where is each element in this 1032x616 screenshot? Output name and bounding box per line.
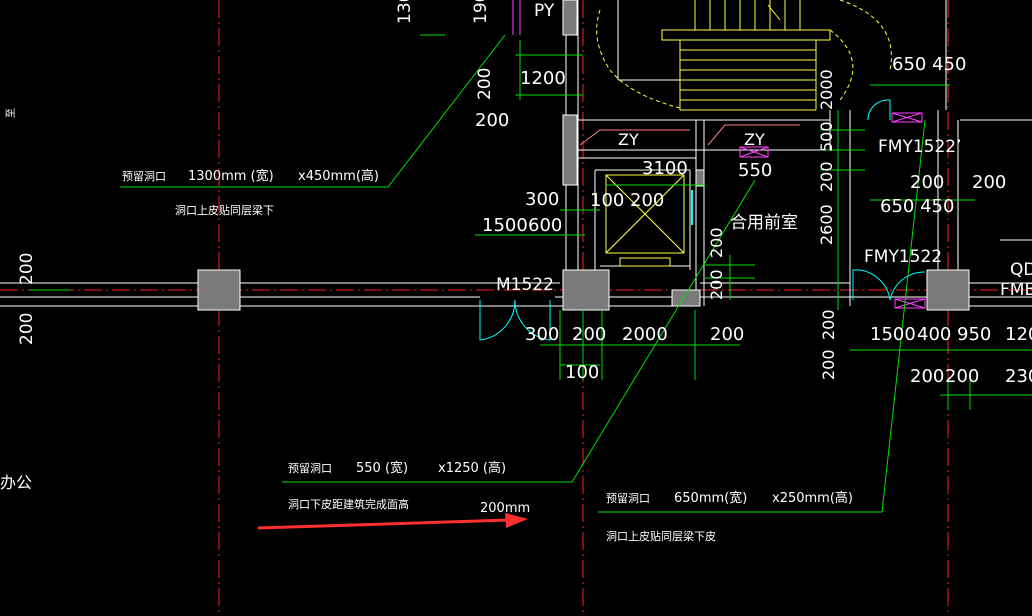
wall-lines bbox=[0, 0, 1032, 307]
label-fmb: FMB bbox=[1000, 280, 1032, 300]
dim-200-v-right: 200 bbox=[817, 161, 836, 192]
right-dim-1500: 1500 bbox=[870, 324, 916, 345]
elevator-shaft bbox=[605, 174, 685, 267]
column bbox=[197, 269, 241, 311]
column bbox=[695, 169, 705, 187]
right-dim-200-b: 200 bbox=[945, 366, 979, 387]
annotation-3-note: 洞口上皮贴同层梁下皮 bbox=[606, 529, 716, 543]
annotation-1-title: 预留洞口 bbox=[122, 170, 166, 183]
annotation-2-note-value: 200mm bbox=[480, 501, 530, 516]
door-label-fmy-bottom: FMY1522 bbox=[864, 247, 942, 267]
dim-200-right-a: 200 bbox=[910, 172, 944, 193]
right-dim-230: 230 bbox=[1005, 366, 1032, 387]
dim-2600-v: 2600 bbox=[817, 204, 836, 245]
column bbox=[562, 0, 578, 36]
texts: 1300 1900 PY 1200 200 200 至 预留洞口 1300mm … bbox=[0, 0, 1032, 543]
annotation-3-title: 预留洞口 bbox=[606, 492, 650, 505]
dim-1500: 1500 bbox=[482, 215, 528, 236]
dim-200-core: 200 bbox=[630, 190, 664, 211]
dim-500-v: 500 bbox=[817, 121, 836, 152]
dim-200-right-b: 200 bbox=[972, 172, 1006, 193]
columns bbox=[197, 0, 970, 311]
column bbox=[562, 114, 578, 186]
column bbox=[562, 269, 610, 311]
dim-550: 550 bbox=[738, 160, 772, 181]
label-qd: QD bbox=[1010, 260, 1032, 280]
label-zy-right: ZY bbox=[744, 130, 765, 149]
red-arrow bbox=[257, 513, 528, 530]
dim-1200: 1200 bbox=[520, 68, 566, 89]
dimension-lines bbox=[30, 34, 1032, 410]
label-zy-left: ZY bbox=[618, 130, 639, 149]
annotation-3-size: 650mm(宽) bbox=[674, 490, 747, 506]
bottom-dim-200-b: 200 bbox=[710, 324, 744, 345]
right-dim-200-a: 200 bbox=[910, 366, 944, 387]
leader-lines bbox=[120, 34, 926, 513]
bottom-dim-300: 300 bbox=[525, 324, 559, 345]
annotation-1-note: 洞口上皮贴同层梁下 bbox=[175, 203, 274, 217]
dim-3100: 3100 bbox=[642, 158, 688, 179]
column bbox=[926, 269, 970, 311]
dim-300: 300 bbox=[525, 189, 559, 210]
bottom-dim-2000: 2000 bbox=[622, 324, 668, 345]
label-py: PY bbox=[534, 1, 555, 21]
dim-1900: 1900 bbox=[471, 0, 491, 24]
annotation-2-note: 洞口下皮距建筑完成面高 bbox=[288, 497, 409, 511]
right-dim-950: 950 bbox=[957, 324, 991, 345]
right-dim-120: 120 bbox=[1005, 324, 1032, 345]
dim-650-450-top: 650 450 bbox=[892, 54, 966, 75]
annotation-1-height: x450mm(高) bbox=[298, 168, 379, 184]
left-edge-mark: 至 bbox=[5, 108, 17, 118]
room-label-lobby: 合用前室 bbox=[730, 213, 798, 233]
left-dim-200-bottom: 200 bbox=[17, 313, 37, 345]
dim-200: 200 bbox=[475, 110, 509, 131]
dim-2000-v: 2000 bbox=[817, 69, 836, 110]
dim-200-v-core-2: 200 bbox=[707, 269, 726, 300]
left-dim-200-top: 200 bbox=[17, 253, 37, 285]
right-dim-200-v-b: 200 bbox=[819, 349, 838, 380]
dim-200-v-core: 200 bbox=[707, 227, 726, 258]
right-dim-400: 400 bbox=[917, 324, 951, 345]
dim-600: 600 bbox=[528, 215, 562, 236]
room-partial-label: 办公 bbox=[0, 473, 32, 492]
annotation-3-height: x250mm(高) bbox=[772, 490, 853, 506]
annotation-2-title: 预留洞口 bbox=[288, 462, 332, 475]
door-label-m1522: M1522 bbox=[496, 275, 554, 295]
openings bbox=[512, 0, 926, 309]
door-label-fmy-top: FMY1522’ bbox=[878, 137, 962, 157]
dim-200-vertical: 200 bbox=[475, 68, 495, 100]
beams bbox=[579, 124, 800, 146]
annotation-2-height: x1250 (高) bbox=[438, 460, 506, 476]
stair-flight bbox=[596, 0, 892, 111]
dim-1300: 1300 bbox=[395, 0, 415, 24]
bottom-dim-100: 100 bbox=[565, 362, 599, 383]
column bbox=[671, 289, 701, 307]
dim-650-450-mid: 650 450 bbox=[880, 196, 954, 217]
right-dim-200-v-a: 200 bbox=[819, 309, 838, 340]
doors bbox=[479, 99, 926, 341]
annotation-2-size: 550 (宽) bbox=[356, 460, 408, 476]
annotation-1-size: 1300mm (宽) bbox=[188, 168, 274, 184]
dim-100: 100 bbox=[590, 190, 624, 211]
bottom-dim-200: 200 bbox=[572, 324, 606, 345]
